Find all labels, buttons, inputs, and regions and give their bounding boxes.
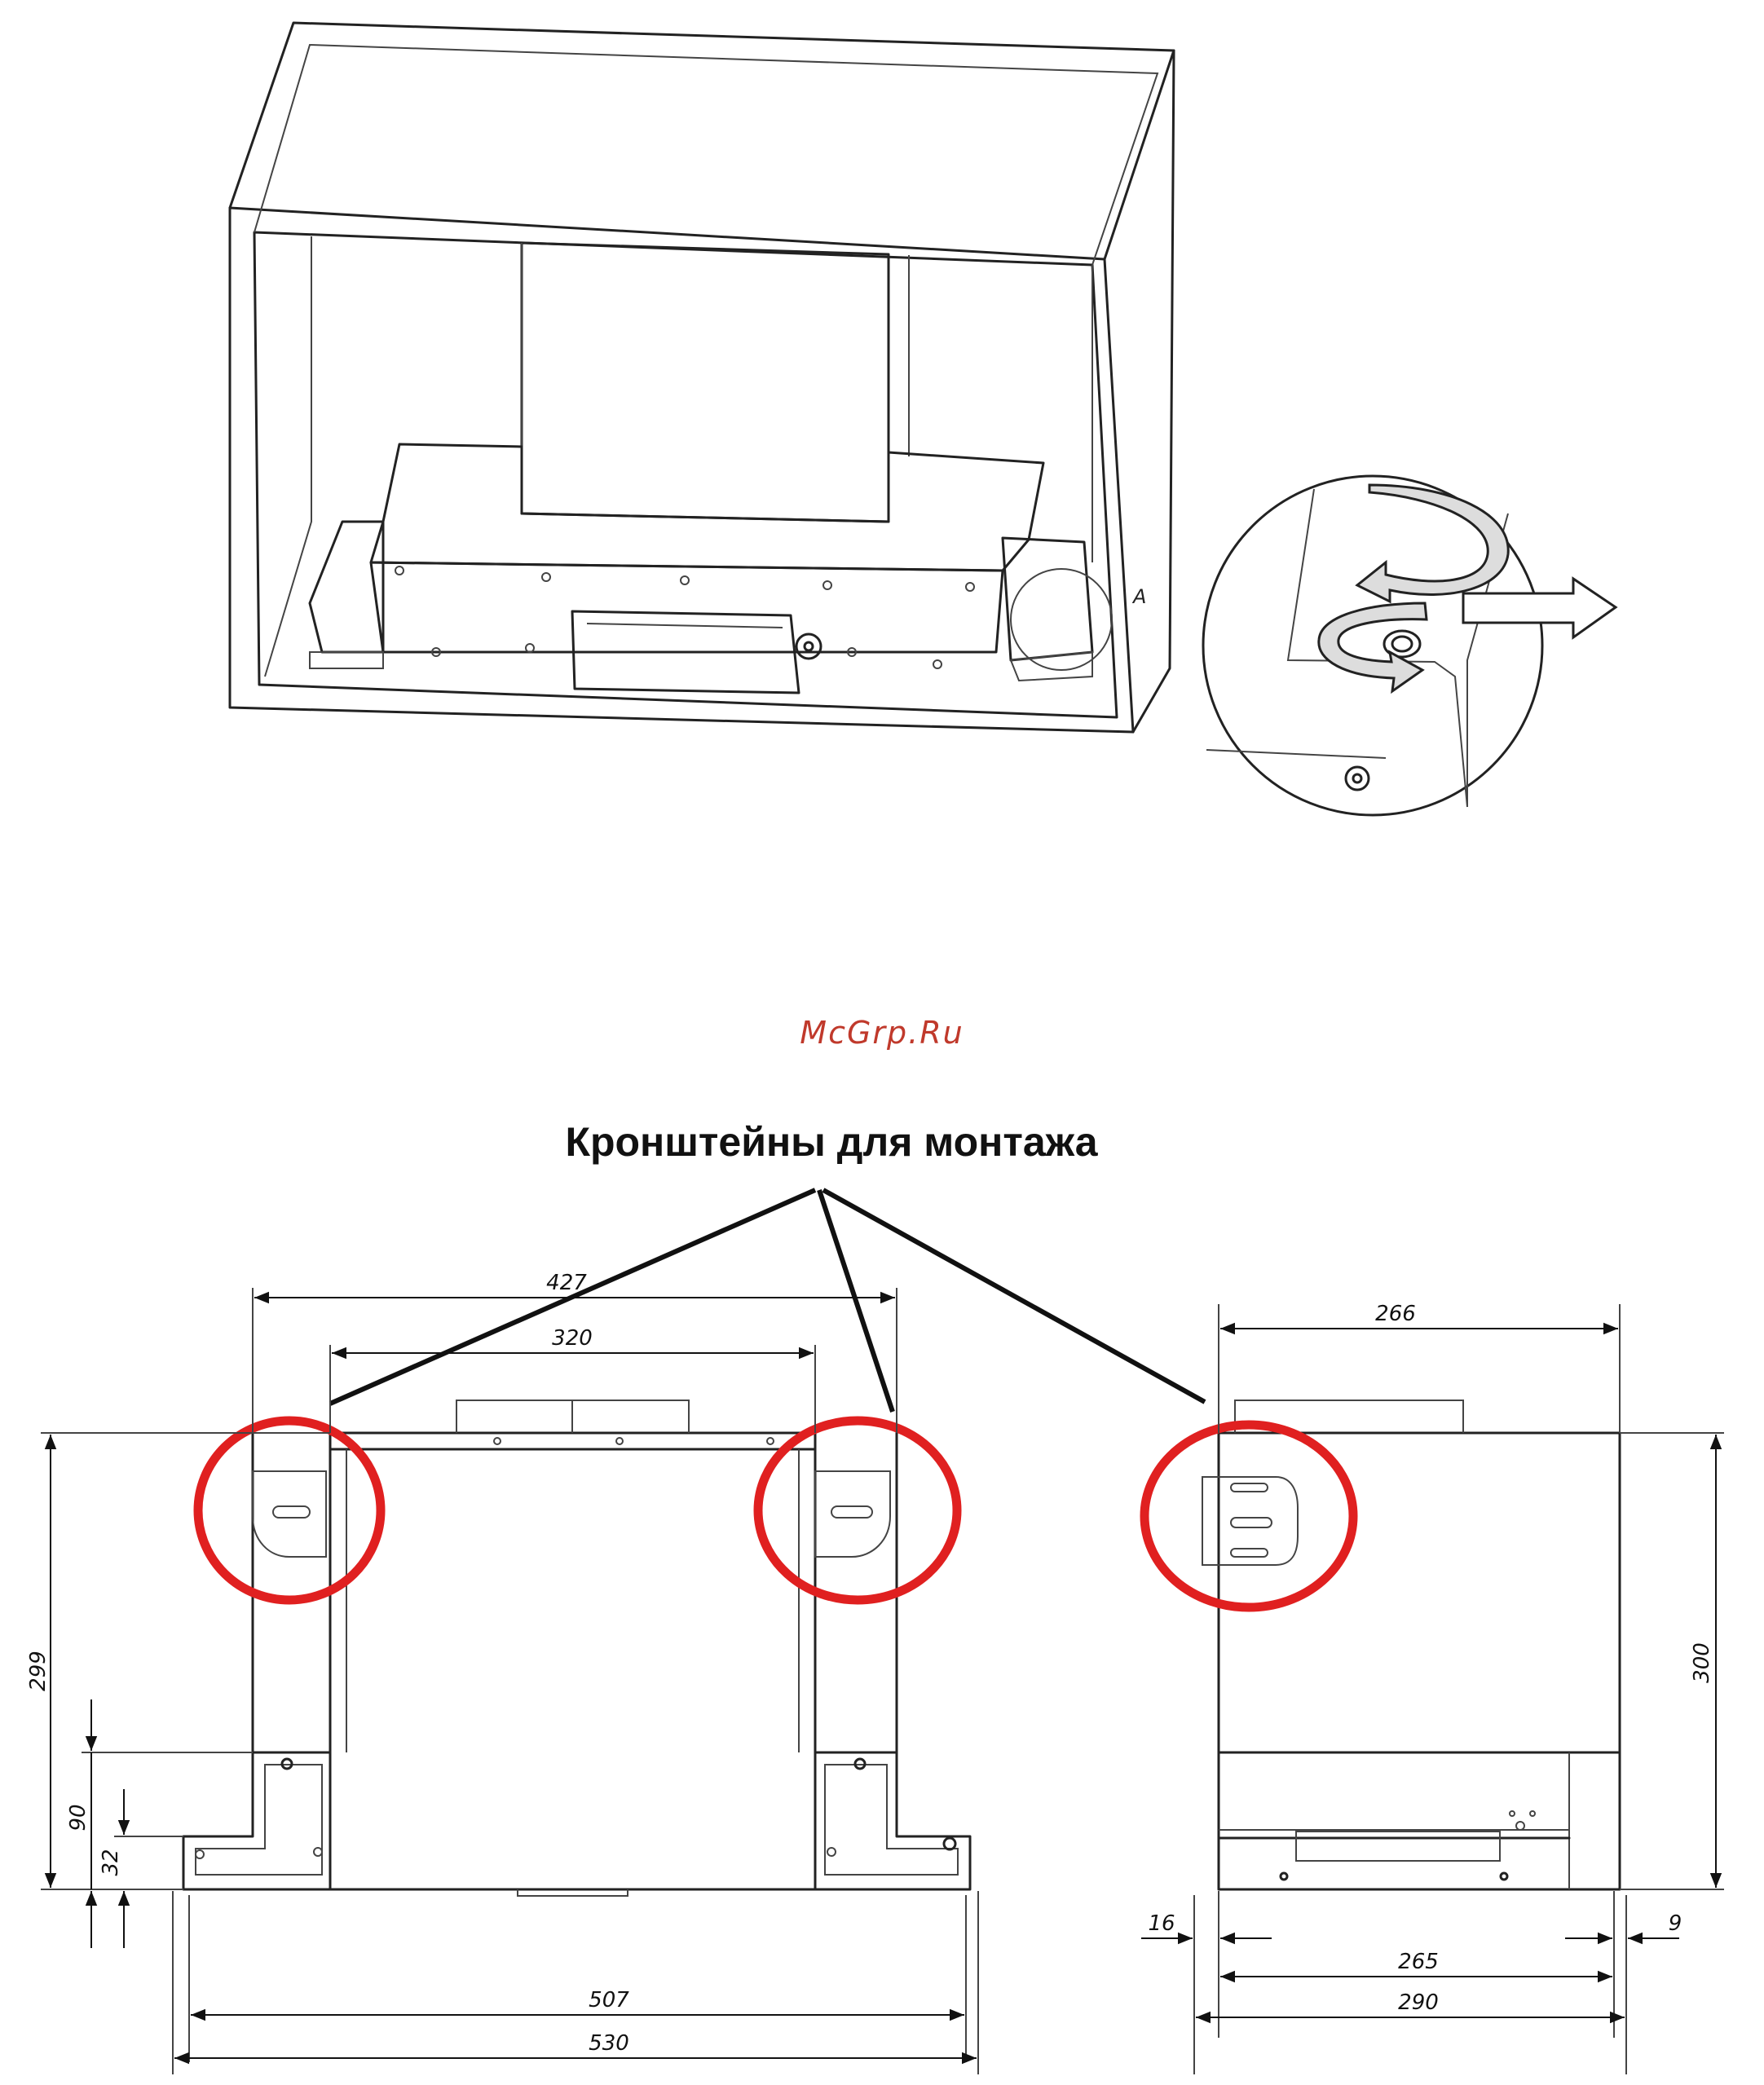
dim-299: 299 [26,1651,51,1691]
detail-view-a [1203,476,1616,815]
watermark: McGrp.Ru [800,1015,964,1051]
rotate-arrow-icon [1357,485,1508,602]
bracket-highlight-right [758,1421,957,1600]
side-view-drawing [1144,1400,1620,1889]
dim-9: 9 [1669,1911,1682,1936]
dim-427: 427 [546,1271,587,1295]
dim-507: 507 [589,1988,629,2012]
dim-300: 300 [1690,1642,1714,1683]
dim-32: 32 [99,1849,123,1876]
dim-16: 16 [1148,1911,1175,1936]
cabinet-isometric-view: A [230,23,1174,732]
bracket-highlight-side [1144,1425,1353,1607]
dim-530: 530 [589,2031,629,2056]
dim-266: 266 [1375,1302,1416,1326]
pull-out-arrow-icon [1463,579,1616,637]
front-view-drawing [183,1400,970,1896]
caption-leader-lines [330,1190,1205,1412]
detail-label: A [1131,585,1146,608]
dim-290: 290 [1398,1990,1439,2015]
dim-90: 90 [66,1804,90,1831]
side-view-dimensions: 266 300 16 9 265 290 [1141,1302,1724,2074]
dim-265: 265 [1398,1950,1439,1974]
caption-mounting-brackets: Кронштейны для монтажа [565,1119,1098,1165]
bracket-highlight-left [198,1421,381,1600]
front-view-dimensions: 427 320 299 90 32 507 530 [26,1271,978,2074]
dim-320: 320 [552,1326,593,1351]
